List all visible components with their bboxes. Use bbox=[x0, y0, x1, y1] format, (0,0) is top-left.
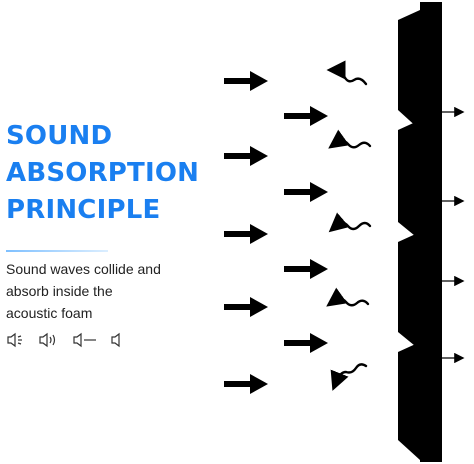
foam-wedge bbox=[398, 232, 420, 350]
incoming-arrow bbox=[284, 259, 328, 279]
incoming-arrow bbox=[224, 224, 268, 244]
title-block: SOUND ABSORPTION PRINCIPLE bbox=[6, 118, 199, 229]
foam-wedge bbox=[398, 342, 420, 460]
description: Sound waves collide and absorb inside th… bbox=[6, 258, 191, 324]
incoming-arrow bbox=[224, 146, 268, 166]
speaker-quiet-icon bbox=[73, 332, 96, 348]
incoming-arrow bbox=[284, 106, 328, 126]
incoming-arrow bbox=[224, 71, 268, 91]
incoming-arrow bbox=[284, 182, 328, 202]
volume-icons bbox=[6, 331, 126, 349]
speaker-mute-icon bbox=[111, 332, 120, 348]
reflected-wave bbox=[330, 363, 368, 391]
speaker-waves-icon bbox=[39, 332, 56, 348]
reflected-wave bbox=[326, 287, 370, 307]
incoming-arrow bbox=[224, 374, 268, 394]
incoming-arrow bbox=[284, 333, 328, 353]
description-line-1: Sound waves collide and bbox=[6, 261, 161, 277]
title-line-2: ABSORPTION bbox=[6, 158, 200, 188]
description-line-2: absorb inside the bbox=[6, 283, 113, 299]
reflected-wave bbox=[326, 60, 368, 86]
reflected-wave bbox=[328, 129, 372, 149]
title-line-1: SOUND bbox=[6, 121, 113, 151]
title-line-3: PRINCIPLE bbox=[6, 195, 161, 225]
incoming-arrow bbox=[224, 297, 268, 317]
description-line-3: acoustic foam bbox=[6, 305, 93, 321]
speaker-loud-icon bbox=[7, 332, 22, 348]
foam-wedge bbox=[398, 10, 420, 130]
divider bbox=[6, 250, 108, 252]
reflected-wave bbox=[328, 212, 372, 233]
wall-panel bbox=[420, 2, 442, 462]
foam-wedge bbox=[398, 120, 420, 240]
